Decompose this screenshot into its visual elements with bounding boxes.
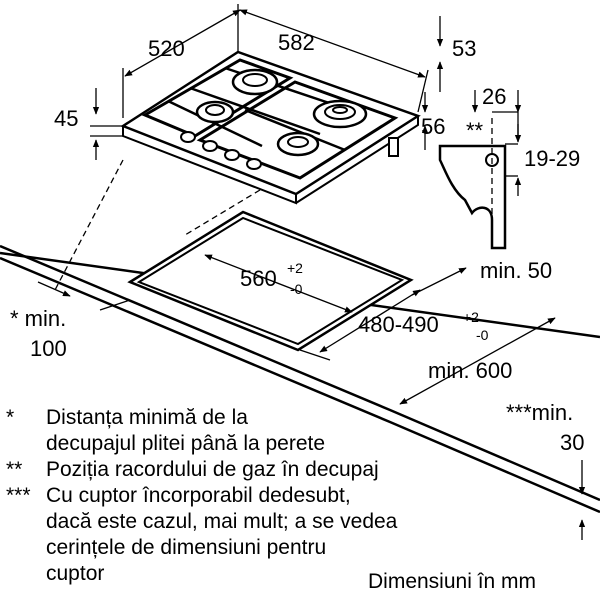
burner-rear-left (231, 68, 279, 96)
dim-cutout-width-tol-plus: +2 (287, 260, 303, 276)
dim-min-below-line1: ***min. (506, 400, 573, 425)
gas-marker: ** (466, 118, 484, 143)
legend-line-1b: decupajul plitei până la perete (46, 432, 325, 455)
dim-gas-offset-y: 19-29 (524, 146, 580, 171)
dim-cutout-depth-tol-minus: -0 (476, 327, 489, 343)
cooktop-front-edge (122, 126, 297, 205)
dim-min-below-line2: 30 (560, 430, 584, 455)
legend-line-3a: Cu cuptor încorporabil dedesubt, (46, 484, 351, 507)
dim-width-total: 582 (278, 30, 315, 55)
dim-cutout-depth-tol-plus: +2 (463, 309, 479, 325)
legend-line-3b: dacă este cazul, mai mult; a se vedea (46, 510, 398, 533)
dim-depth-total: 520 (148, 36, 185, 61)
cutout-dimension-lines (37, 254, 586, 540)
dim-min-back: min. 50 (480, 258, 552, 283)
legend-marker-3: *** (6, 484, 31, 507)
dim-cutout-width: 560 (240, 266, 277, 291)
dim-gas-offset-x: 26 (482, 84, 506, 109)
legend-line-3c: cerințele de dimensiuni pentru (46, 536, 326, 559)
burner-front-right (276, 131, 320, 157)
burner-front-left (195, 100, 235, 124)
legend: * Distanța minimă de la decupajul plitei… (6, 406, 536, 593)
units-note: Dimensiuni în mm (368, 570, 536, 593)
dim-height-connector: 56 (421, 114, 445, 139)
dim-cutout-depth: 480-490 (358, 312, 439, 337)
burner-rear-right-wok (312, 99, 368, 129)
cooktop-dimension-lines (54, 4, 444, 291)
cooktop-right-edge (295, 116, 419, 204)
legend-line-1a: Distanța minimă de la (46, 406, 248, 429)
gas-bracket-profile (438, 144, 507, 250)
control-knobs (180, 131, 262, 170)
legend-marker-1: * (6, 406, 14, 429)
dim-height-body: 53 (452, 36, 476, 61)
gas-connector (388, 137, 399, 157)
legend-line-2a: Poziția racordului de gaz în decupaj (46, 458, 379, 481)
dim-cutout-width-tol-minus: -0 (290, 281, 303, 297)
legend-marker-2: ** (6, 458, 22, 481)
dim-min-side-line2: 100 (30, 336, 67, 361)
dim-min-side-line1: * min. (10, 306, 66, 331)
gas-connector-detail (438, 90, 522, 250)
pan-support-left (141, 58, 294, 138)
worktop-front-edge (0, 256, 600, 514)
dim-min-front: min. 600 (428, 358, 512, 383)
legend-line-3d: cuptor (46, 562, 104, 585)
pan-support-right (196, 80, 399, 180)
cooktop-drawing (120, 50, 421, 205)
dimension-labels: 582 520 45 53 56 26 ** 19-29 560 +2 -0 4… (10, 30, 584, 455)
dim-height-total: 45 (54, 106, 78, 131)
